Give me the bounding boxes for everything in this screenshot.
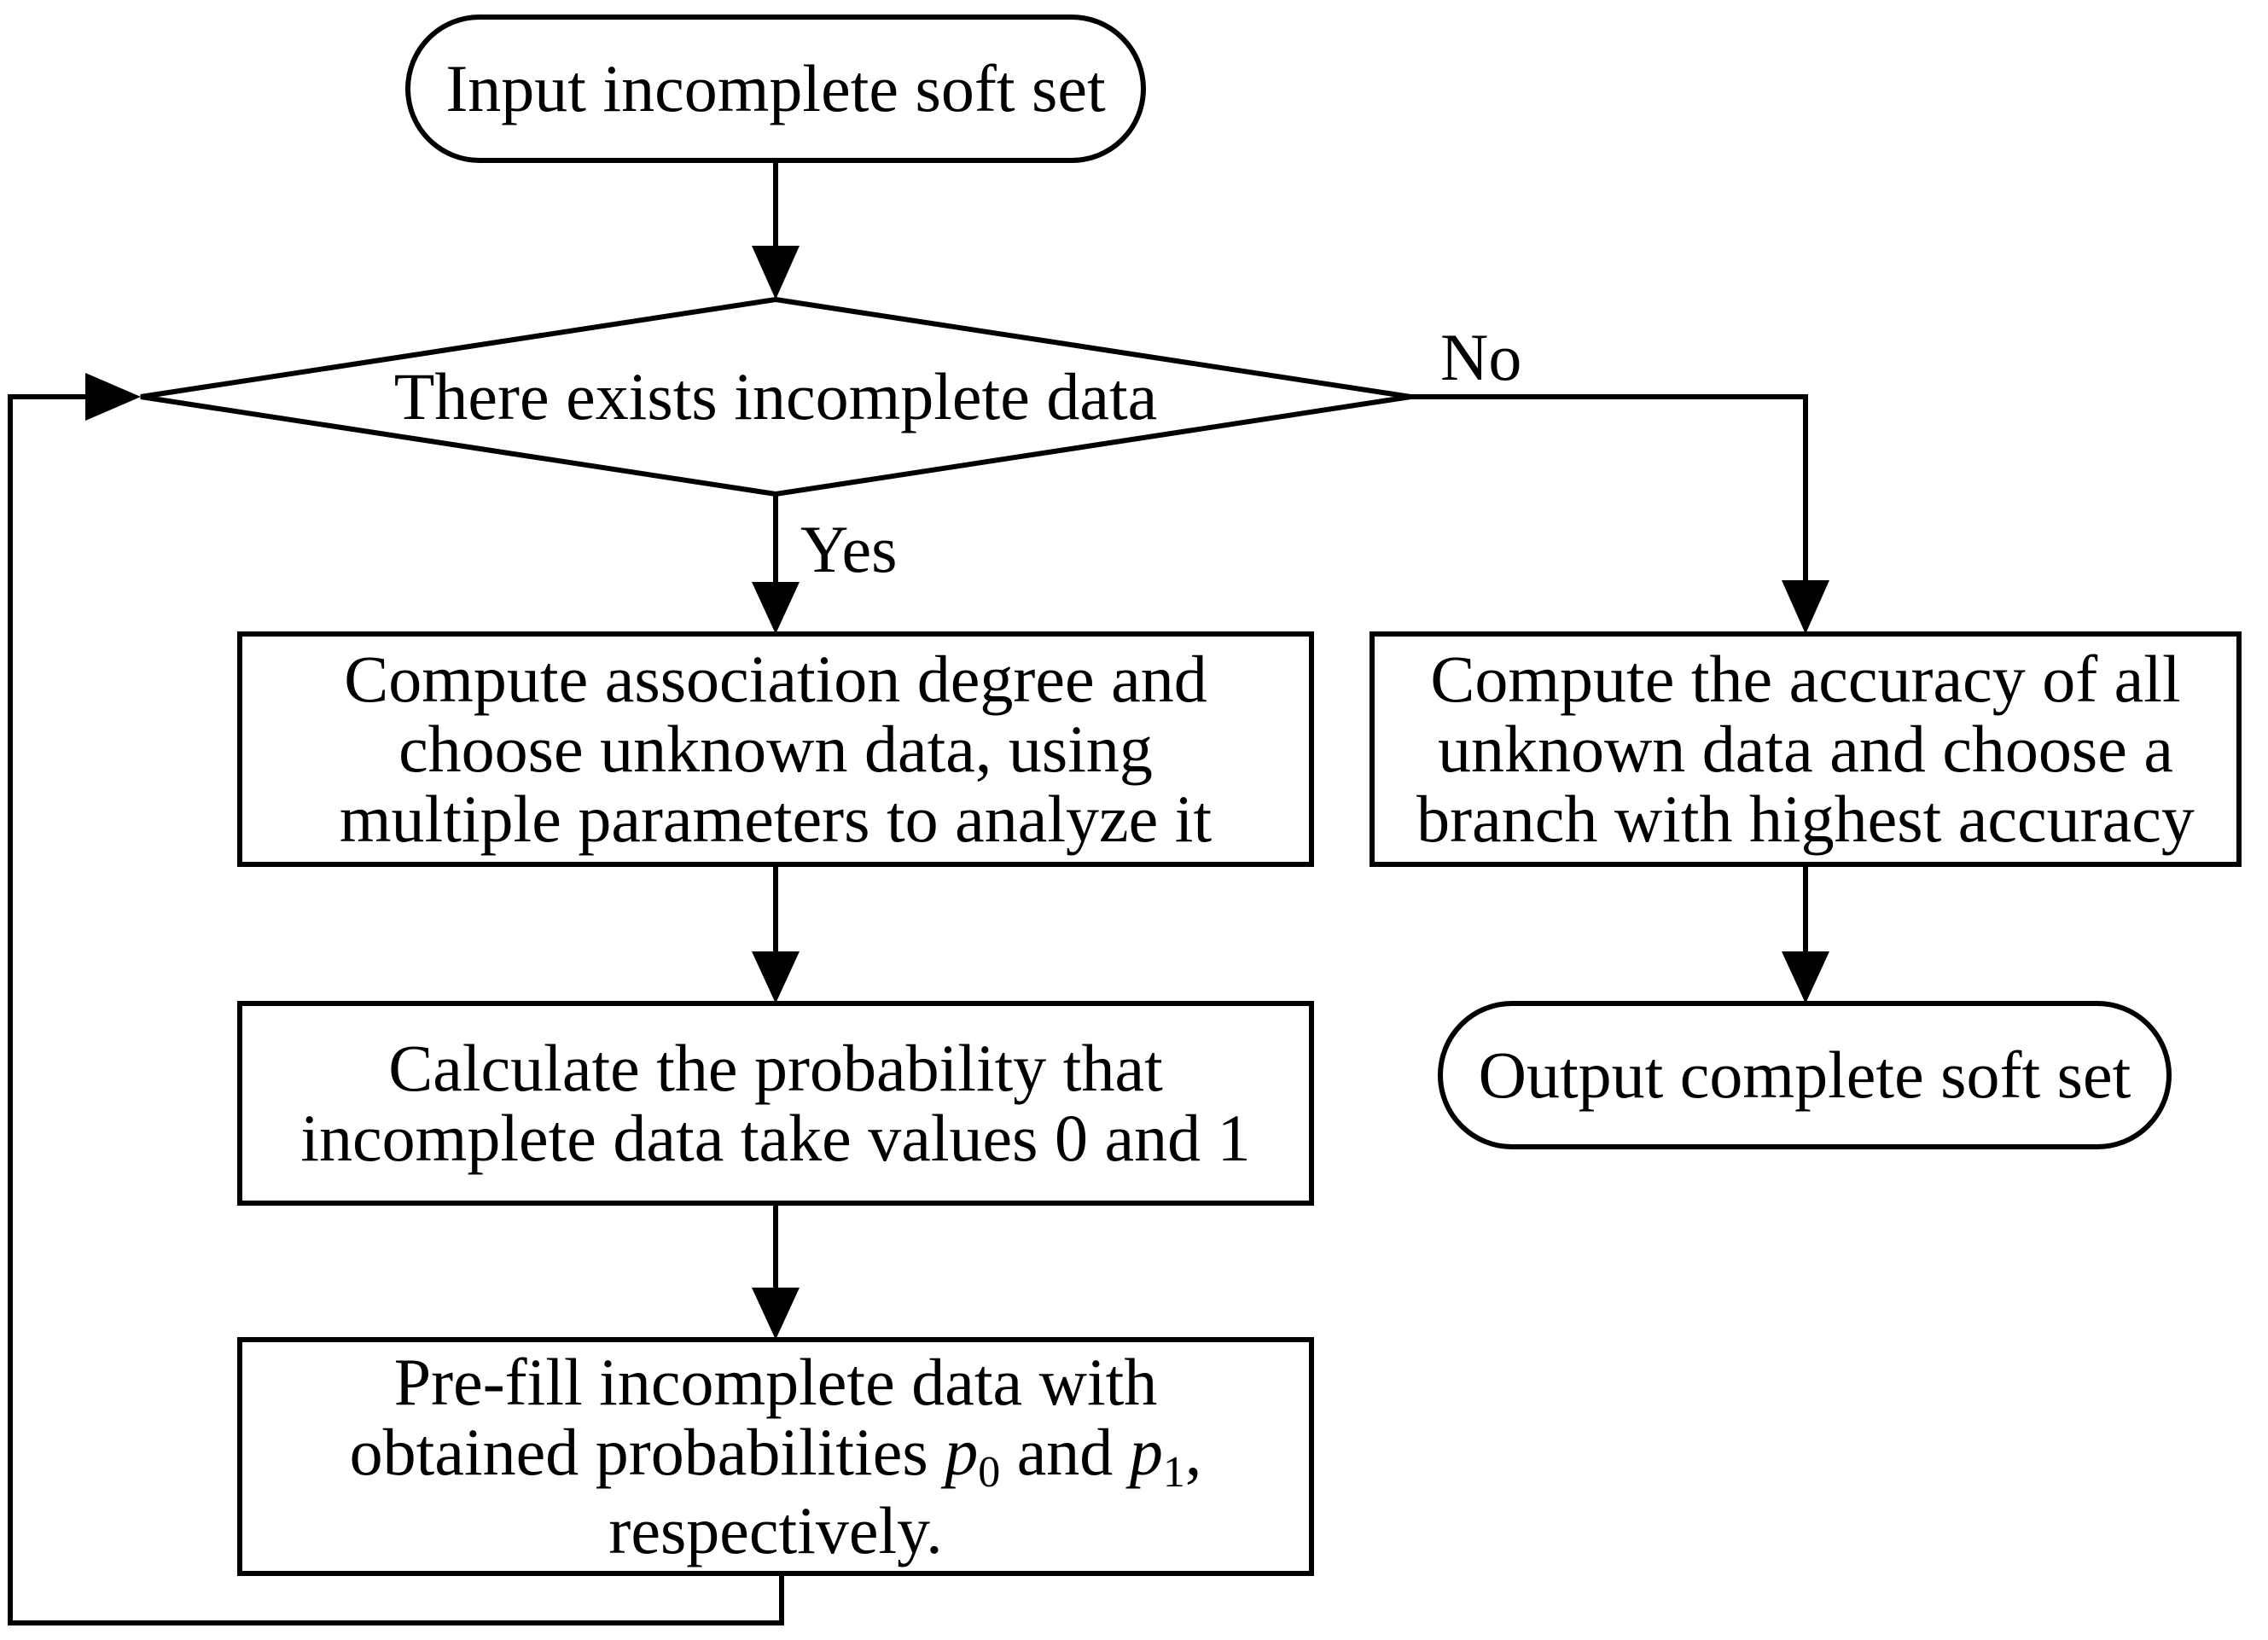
compute-association-line-2: choose unknown data, using	[398, 712, 1153, 786]
end-terminal-shape	[1438, 1001, 2172, 1149]
start-terminal: Input incomplete soft set	[408, 17, 1143, 160]
arrowhead-loop-back	[85, 373, 141, 421]
arrowhead-start-to-decision	[752, 246, 800, 300]
decision-label: There exists incomplete data	[393, 359, 1158, 433]
compute-association-box: Compute association degree and choose un…	[240, 634, 1311, 864]
calculate-probability-box: Calculate the probability that incomplet…	[240, 1003, 1311, 1203]
compute-association-box-shape	[237, 631, 1314, 867]
connector-loop-back	[8, 394, 784, 1625]
compute-accuracy-line-3: branch with highest accuracy	[1416, 782, 2195, 856]
prefill-box: Pre-fill incomplete data with obtained p…	[240, 1340, 1311, 1573]
prefill-line-2-text: obtained probabilities	[349, 1415, 928, 1489]
compute-accuracy-box: Compute the accuracy of all unknown data…	[1372, 634, 2239, 864]
end-terminal: Output complete soft set	[1440, 1003, 2169, 1147]
prefill-line-1: Pre-fill incomplete data with	[393, 1345, 1158, 1419]
arrowhead-accuracy-to-end	[1782, 951, 1829, 1003]
end-terminal-label: Output complete soft set	[1478, 1038, 2131, 1112]
connector-no-branch	[1410, 394, 1808, 582]
start-terminal-label: Input incomplete soft set	[445, 51, 1106, 125]
no-branch-label: No	[1440, 320, 1522, 394]
p0-subscript: 0	[978, 1448, 1001, 1497]
compute-accuracy-line-1: Compute the accuracy of all	[1430, 642, 2181, 716]
compute-association-line-1: Compute association degree and	[344, 642, 1207, 716]
p1-subscript: 1	[1162, 1448, 1185, 1497]
compute-accuracy-line-2: unknown data and choose a	[1437, 712, 2174, 786]
arrowhead-no-branch	[1782, 580, 1829, 634]
prefill-line-2: obtained probabilities p0 and p1,	[349, 1415, 1202, 1498]
prefill-comma: ,	[1184, 1415, 1202, 1489]
prefill-box-shape	[237, 1337, 1314, 1576]
arrowhead-yes-branch	[752, 582, 800, 634]
arrowhead-probability-to-prefill	[752, 1288, 800, 1340]
prefill-line-3: respectively.	[608, 1493, 943, 1567]
decision-node: There exists incomplete data	[256, 358, 1295, 435]
p1-symbol: p	[1129, 1415, 1163, 1489]
yes-branch-label: Yes	[800, 512, 898, 586]
prefill-and: and	[1016, 1415, 1114, 1489]
compute-association-line-3: multiple parameters to analyze it	[339, 782, 1213, 856]
p0-symbol: p	[945, 1415, 979, 1489]
calculate-probability-line-2: incomplete data take values 0 and 1	[300, 1101, 1251, 1175]
arrowhead-association-to-probability	[752, 951, 800, 1003]
calculate-probability-line-1: Calculate the probability that	[388, 1031, 1163, 1105]
